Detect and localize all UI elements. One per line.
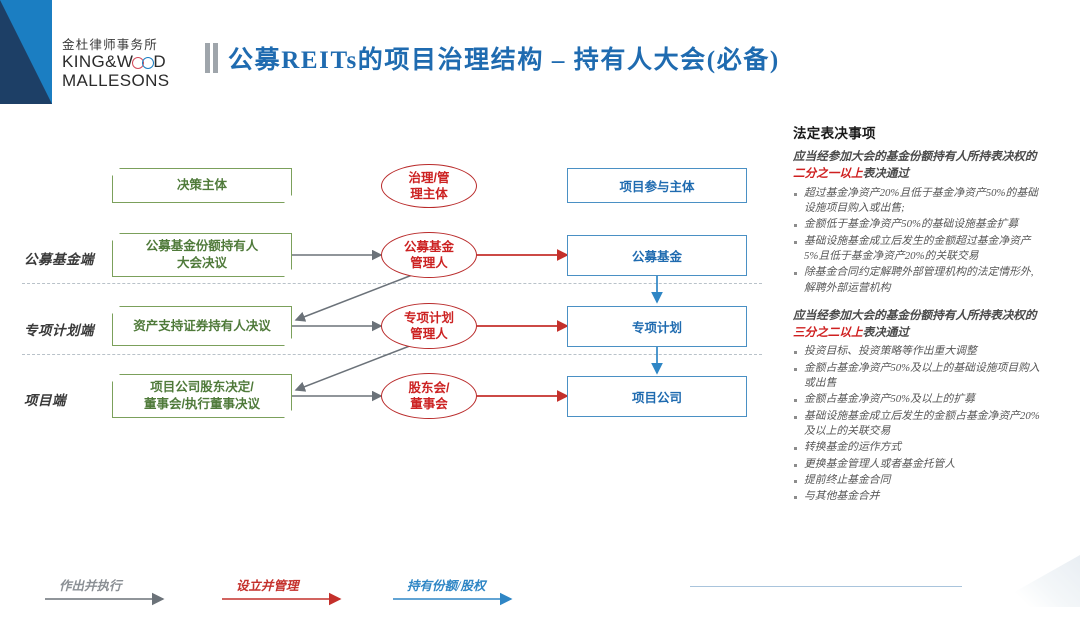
- list-item: 除基金合同约定解聘外部管理机构的法定情形外,解聘外部运营机构: [793, 265, 1041, 296]
- blue-box-project-company: 项目公司: [567, 376, 747, 417]
- panel-section1-lead-highlight: 二分之一以上: [793, 166, 863, 180]
- panel-section2-lead: 应当经参加大会的基金份额持有人所持表决权的三分之二以上表决通过: [793, 308, 1041, 342]
- list-item: 与其他基金合并: [793, 489, 1041, 504]
- firm-name-en-line2: MALLESONS: [62, 71, 170, 91]
- header-ellipse-governance-subject-label: 治理/管 理主体: [408, 170, 450, 201]
- ellipse-fund-manager-label: 公募基金 管理人: [403, 239, 454, 270]
- green-box-project-shareholder-resolution-label: 项目公司股东决定/ 董事会/执行董事决议: [144, 380, 260, 411]
- row-label-fund: 公募基金端: [24, 252, 94, 267]
- legend-item-hold-shares-equity: 持有份额/股权: [393, 575, 513, 606]
- blue-box-abs-plan: 专项计划: [567, 306, 747, 347]
- firm-logo-mark: [0, 0, 52, 104]
- row-divider-2: [22, 354, 762, 355]
- list-item: 更换基金管理人或者基金托管人: [793, 457, 1041, 472]
- firm-name-cn: 金杜律师事务所: [62, 38, 158, 52]
- list-item: 金额占基金净资产50%及以上的扩募: [793, 392, 1041, 407]
- panel-section-gap: [793, 297, 1041, 308]
- firm-logo-text: 金杜律师事务所 KING&W D MALLESONS: [62, 38, 202, 90]
- row-label-abs-plan: 专项计划端: [24, 323, 94, 338]
- green-box-fund-holder-meeting: 公募基金份额持有人 大会决议: [112, 233, 292, 277]
- header-box-participants: 项目参与主体: [567, 168, 747, 203]
- footer-rule: [690, 586, 962, 587]
- legend-item-establish-and-manage: 设立并管理: [222, 575, 342, 606]
- governance-diagram: 公募基金端 专项计划端 项目端 决策主体 治理/管 理主体 项目参与主体 公募基…: [0, 120, 780, 606]
- list-item: 基础设施基金成立后发生的金额占基金净资产20%及以上的关联交易: [793, 409, 1041, 440]
- list-item: 提前终止基金合同: [793, 473, 1041, 488]
- green-box-fund-holder-meeting-label: 公募基金份额持有人 大会决议: [145, 239, 259, 270]
- panel-heading: 法定表决事项: [793, 126, 876, 141]
- logo-double-o-icon: [132, 52, 155, 71]
- panel-section1-list: 超过基金净资产20%且低于基金净资产50%的基础设施项目购入或出售; 金额低于基…: [793, 186, 1041, 296]
- legend-arrow-blue-icon: [393, 592, 513, 606]
- panel-section2-lead-before: 应当经参加大会的基金份额持有人所持表决权的: [793, 308, 1037, 322]
- panel-section2-lead-after: 表决通过: [862, 325, 909, 339]
- header-ellipse-governance-subject: 治理/管 理主体: [381, 164, 477, 208]
- slide-canvas: 金杜律师事务所 KING&W D MALLESONS 公募REITs的项目治理结构…: [0, 0, 1080, 607]
- blue-box-public-fund: 公募基金: [567, 235, 747, 276]
- list-item: 基础设施基金成立后发生的金额超过基金净资产5%且低于基金净资产20%的关联交易: [793, 234, 1041, 265]
- green-box-abs-holder-resolution-label: 资产支持证券持有人决议: [133, 318, 271, 333]
- diagram-legend: 作出并执行 设立并管理 持有份额/股权: [0, 575, 780, 635]
- panel-section1-lead-before: 应当经参加大会的基金份额持有人所持表决权的: [793, 150, 1037, 163]
- legend-item-make-and-execute: 作出并执行: [45, 575, 165, 606]
- green-box-abs-holder-resolution: 资产支持证券持有人决议: [112, 306, 292, 346]
- ellipse-shareholder-board: 股东会/ 董事会: [381, 373, 477, 419]
- firm-name-en-line1-head: KING&W: [62, 52, 134, 71]
- row-label-project: 项目端: [24, 393, 66, 408]
- ellipse-shareholder-board-label: 股东会/ 董事会: [408, 380, 450, 411]
- header-box-decision-subject: 决策主体: [112, 168, 292, 203]
- list-item: 转换基金的运作方式: [793, 440, 1041, 455]
- firm-name-en-line1-tail: D: [153, 52, 167, 71]
- legend-arrow-gray-icon: [45, 592, 165, 606]
- row-divider-1: [22, 283, 762, 284]
- list-item: 超过基金净资产20%且低于基金净资产50%的基础设施项目购入或出售;: [793, 186, 1041, 217]
- list-item: 投资目标、投资策略等作出重大调整: [793, 344, 1041, 359]
- firm-name-en-line1: KING&W D: [62, 52, 202, 71]
- legend-arrow-red-icon: [222, 592, 342, 606]
- blue-box-abs-plan-label: 专项计划: [631, 321, 682, 335]
- legend-label-hold-shares-equity: 持有份额/股权: [407, 579, 486, 593]
- list-item: 金额低于基金净资产50%的基础设施基金扩募: [793, 217, 1041, 232]
- header-box-decision-subject-label: 决策主体: [176, 178, 227, 193]
- legend-label-establish-and-manage: 设立并管理: [236, 579, 299, 593]
- ellipse-abs-plan-manager-label: 专项计划 管理人: [403, 310, 454, 341]
- panel-section1-lead-after: 表决通过: [862, 166, 909, 180]
- title-accent-bars-icon: [205, 43, 218, 73]
- panel-section1-lead: 应当经参加大会的基金份额持有人所持表决权的二分之一以上表决通过: [793, 149, 1041, 183]
- corner-decoration: [988, 555, 1080, 607]
- blue-box-public-fund-label: 公募基金: [631, 250, 682, 264]
- ellipse-abs-plan-manager: 专项计划 管理人: [381, 303, 477, 349]
- panel-section2-lead-highlight: 三分之二以上: [793, 325, 863, 339]
- legend-label-make-and-execute: 作出并执行: [59, 579, 122, 593]
- header-box-participants-label: 项目参与主体: [619, 180, 695, 194]
- ellipse-fund-manager: 公募基金 管理人: [381, 232, 477, 278]
- statutory-voting-panel: 法定表决事项 应当经参加大会的基金份额持有人所持表决权的二分之一以上表决通过 超…: [793, 122, 1041, 506]
- page-title: 公募REITs的项目治理结构 – 持有人大会(必备): [228, 47, 780, 74]
- green-box-project-shareholder-resolution: 项目公司股东决定/ 董事会/执行董事决议: [112, 374, 292, 418]
- list-item: 金额占基金净资产50%及以上的基础设施项目购入或出售: [793, 361, 1041, 392]
- panel-section2-list: 投资目标、投资策略等作出重大调整 金额占基金净资产50%及以上的基础设施项目购入…: [793, 344, 1041, 504]
- blue-box-project-company-label: 项目公司: [631, 391, 682, 405]
- slide-title-bar: 公募REITs的项目治理结构 – 持有人大会(必备): [205, 40, 780, 76]
